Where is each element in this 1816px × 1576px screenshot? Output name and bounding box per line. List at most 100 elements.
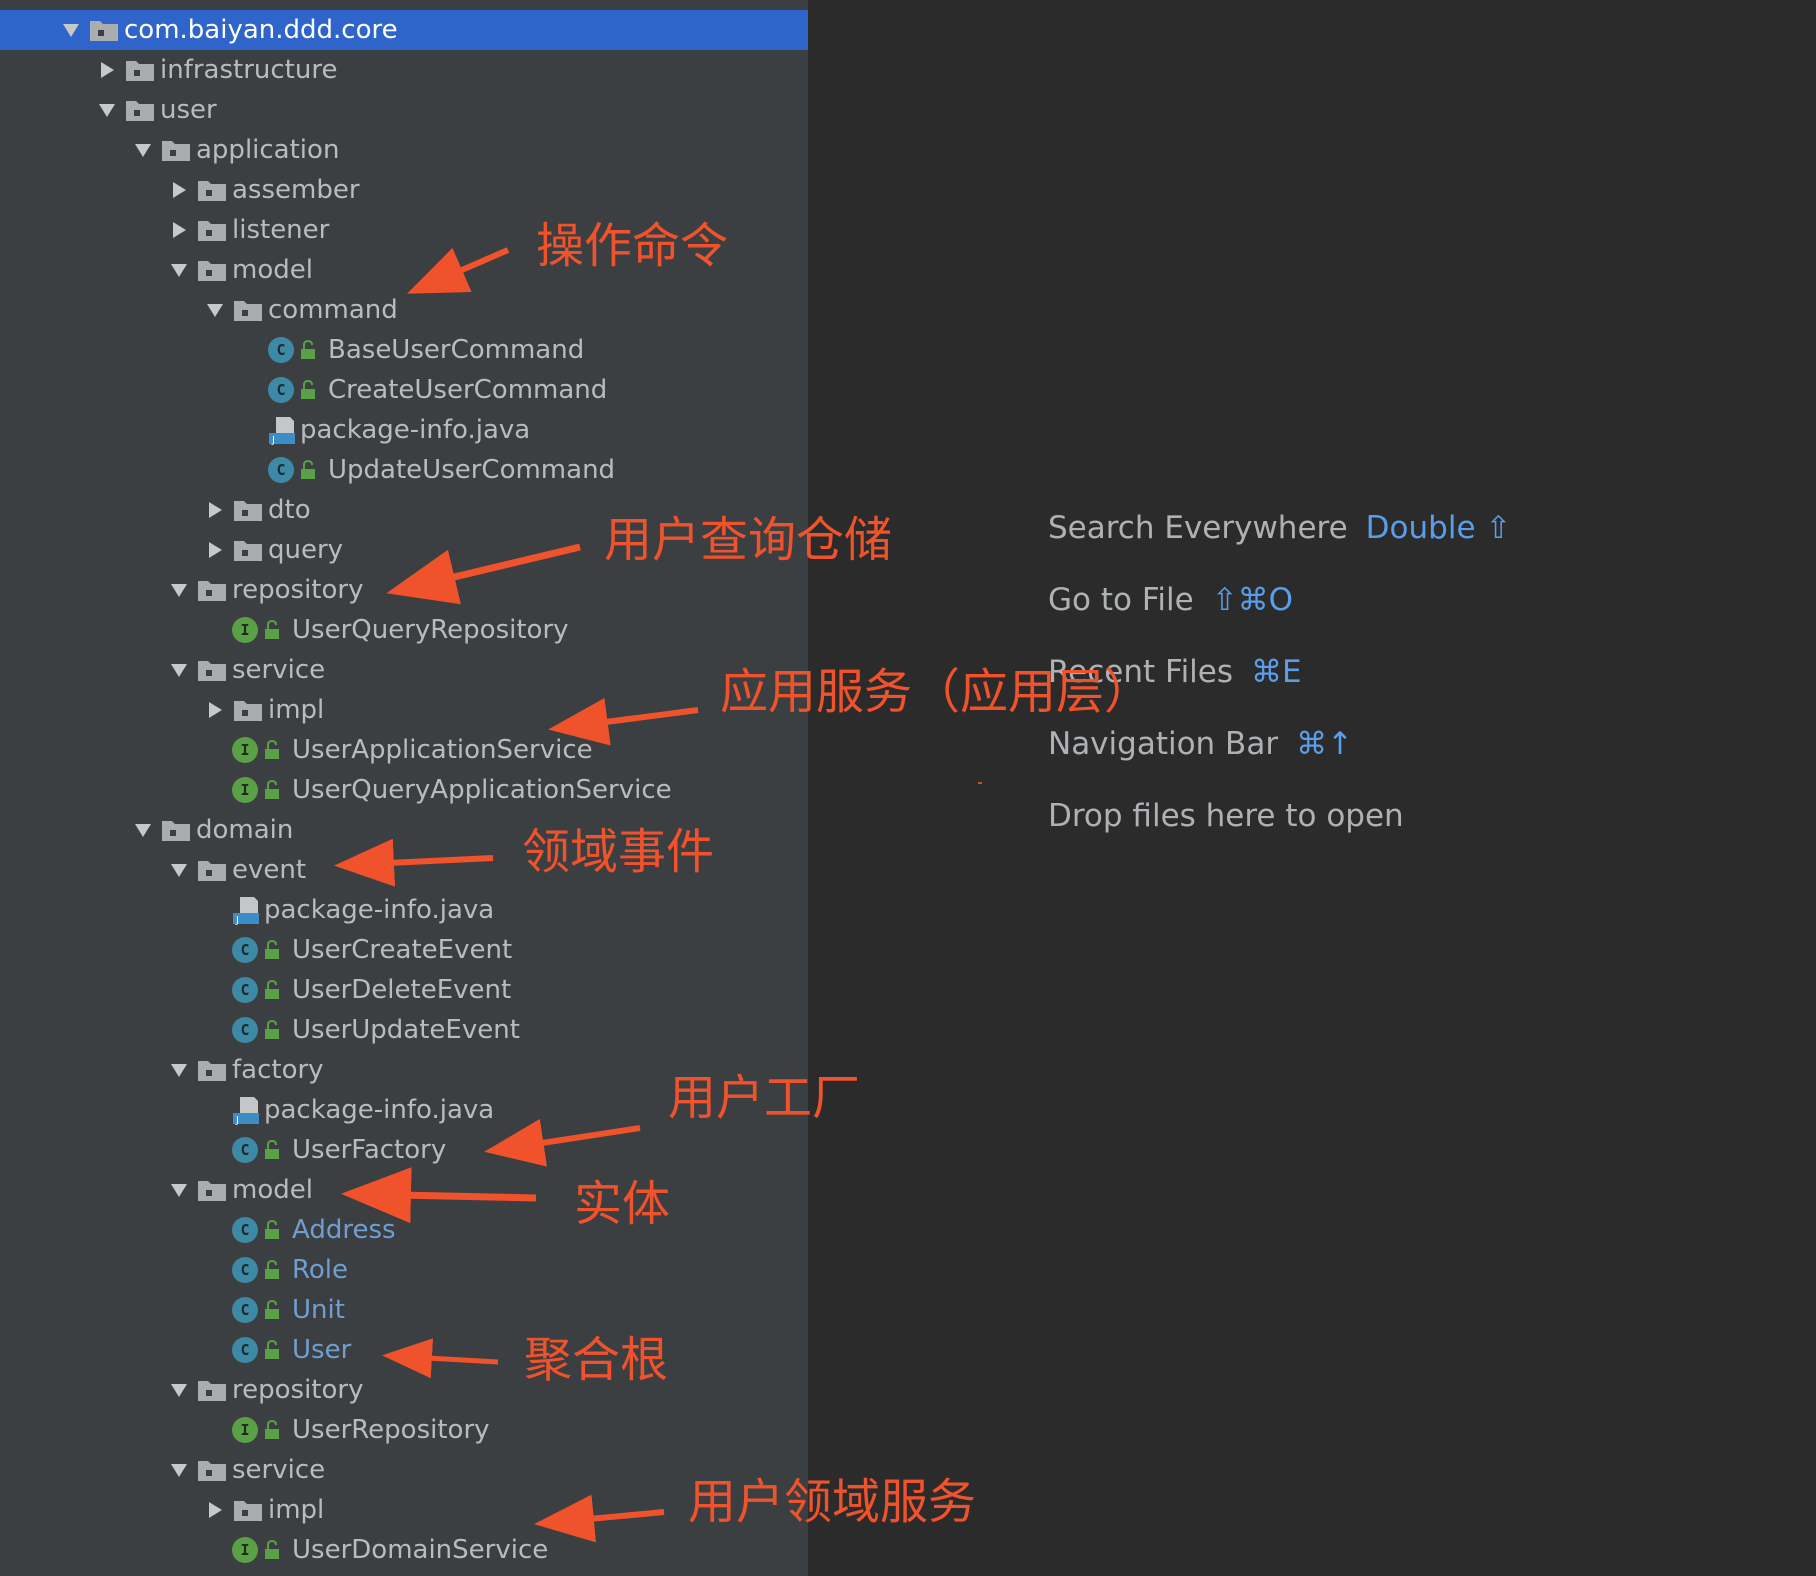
java-class-icon: C — [268, 377, 294, 403]
public-access-icon — [262, 1419, 282, 1441]
tree-item-label: UserApplicationService — [292, 735, 593, 765]
tree-folder-row[interactable]: model — [0, 250, 808, 290]
chevron-down-icon[interactable] — [164, 1455, 194, 1485]
java-class-icon: C — [268, 337, 294, 363]
recent-files-hint: Recent Files⌘E — [1048, 654, 1302, 690]
tree-item-label: UserFactory — [292, 1135, 447, 1165]
chevron-right-icon[interactable] — [164, 175, 194, 205]
tree-folder-row[interactable]: assember — [0, 170, 808, 210]
public-access-icon — [262, 1259, 282, 1281]
chevron-down-icon[interactable] — [56, 15, 86, 45]
java-interface-icon: I — [232, 1537, 258, 1563]
tree-folder-row[interactable]: application — [0, 130, 808, 170]
tree-folder-row[interactable]: user — [0, 90, 808, 130]
tree-folder-row[interactable]: impl — [0, 690, 808, 730]
tree-item-label: UpdateUserCommand — [328, 455, 616, 485]
java-file-icon: J — [232, 895, 260, 925]
chevron-right-icon[interactable] — [200, 495, 230, 525]
tree-folder-row[interactable]: listener — [0, 210, 808, 250]
tree-folder-row[interactable]: service — [0, 650, 808, 690]
tree-item-label: UserQueryApplicationService — [292, 775, 672, 805]
tree-item-label: UserUpdateEvent — [292, 1015, 520, 1045]
chevron-down-icon[interactable] — [164, 655, 194, 685]
hint-shortcut: Double ⇧ — [1365, 510, 1512, 546]
tree-item-label: UserCreateEvent — [292, 935, 513, 965]
tree-folder-row[interactable]: repository — [0, 1370, 808, 1410]
tree-folder-row[interactable]: repository — [0, 570, 808, 610]
java-interface-icon: I — [232, 1417, 258, 1443]
tree-item-label: model — [232, 1175, 313, 1205]
hint-label: Drop files here to open — [1048, 798, 1404, 834]
chevron-right-icon[interactable] — [200, 535, 230, 565]
tree-folder-row[interactable]: infrastructure — [0, 50, 808, 90]
java-interface-icon: I — [232, 617, 258, 643]
tree-folder-row[interactable]: command — [0, 290, 808, 330]
chevron-down-icon[interactable] — [200, 295, 230, 325]
tree-file-row[interactable]: I UserQueryApplicationService — [0, 770, 808, 810]
hint-shortcut: ⌘E — [1251, 654, 1302, 690]
public-access-icon — [262, 979, 282, 1001]
annotation-aggregate-root: 聚合根 — [524, 1332, 669, 1388]
chevron-down-icon[interactable] — [164, 1175, 194, 1205]
tree-item-label: CreateUserCommand — [328, 375, 608, 405]
tree-item-label: user — [160, 95, 217, 125]
tree-folder-row[interactable]: factory — [0, 1050, 808, 1090]
chevron-right-icon[interactable] — [164, 215, 194, 245]
public-access-icon — [262, 1339, 282, 1361]
annotation-entity: 实体 — [574, 1176, 671, 1232]
svg-text:J: J — [235, 1115, 239, 1125]
chevron-right-icon[interactable] — [200, 695, 230, 725]
project-tree-panel[interactable]: com.baiyan.ddd.core infrastructure user app… — [0, 0, 808, 1576]
package-folder-icon — [232, 697, 264, 723]
tree-folder-row[interactable]: query — [0, 530, 808, 570]
public-access-icon — [262, 1019, 282, 1041]
chevron-down-icon[interactable] — [128, 815, 158, 845]
tree-folder-row[interactable]: event — [0, 850, 808, 890]
chevron-down-icon[interactable] — [128, 135, 158, 165]
go-to-file-hint: Go to File⇧⌘O — [1048, 582, 1293, 618]
tree-file-row[interactable]: C UserUpdateEvent — [0, 1010, 808, 1050]
java-class-icon: C — [232, 1017, 258, 1043]
chevron-down-icon[interactable] — [164, 1055, 194, 1085]
tree-folder-row[interactable]: domain — [0, 810, 808, 850]
annotation-domain-service: 用户领域服务 — [688, 1474, 977, 1530]
chevron-down-icon[interactable] — [164, 575, 194, 605]
tree-item-label: service — [232, 655, 326, 685]
tree-item-label: package-info.java — [264, 895, 495, 925]
tree-item-label: model — [232, 255, 313, 285]
tree-item-label: infrastructure — [160, 55, 338, 85]
annotation-query-repository: 用户查询仓储 — [604, 512, 893, 568]
chevron-down-icon[interactable] — [164, 1375, 194, 1405]
chevron-down-icon[interactable] — [164, 855, 194, 885]
tree-file-row[interactable]: C CreateUserCommand — [0, 370, 808, 410]
chevron-down-icon[interactable] — [92, 95, 122, 125]
tree-folder-row[interactable]: model — [0, 1170, 808, 1210]
chevron-down-icon[interactable] — [164, 255, 194, 285]
tree-folder-row[interactable]: dto — [0, 490, 808, 530]
drop-files-hint: Drop files here to open — [1048, 798, 1404, 834]
chevron-right-icon[interactable] — [92, 55, 122, 85]
tree-item-label: assember — [232, 175, 360, 205]
tree-folder-row[interactable]: com.baiyan.ddd.core — [0, 10, 808, 50]
chevron-right-icon[interactable] — [200, 1495, 230, 1525]
java-interface-icon: I — [232, 777, 258, 803]
tree-folder-row[interactable]: service — [0, 1450, 808, 1490]
tree-folder-row[interactable]: impl — [0, 1490, 808, 1530]
